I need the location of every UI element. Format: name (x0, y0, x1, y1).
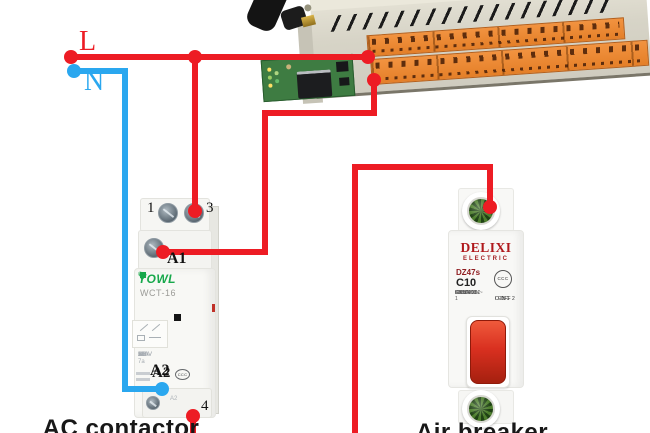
junction-dot-board-in (361, 50, 375, 64)
ccc-mark: CCC (175, 369, 190, 380)
contactor-model: WCT-16 (140, 288, 177, 298)
wire-to-breaker-horizontal (352, 164, 493, 170)
wire-neutral-top (74, 68, 128, 74)
ethernet-port-icon (296, 69, 333, 99)
label-live: L (79, 26, 97, 57)
brand-logo-square (140, 272, 146, 278)
junction-dot-terminal-3 (188, 204, 202, 218)
fine-print (136, 372, 150, 375)
wire-to-breaker-drop (487, 164, 493, 211)
junction-dot-N (67, 64, 81, 78)
wire-neutral-down (122, 68, 128, 392)
ccc-mark: CCC (494, 270, 512, 288)
label-terminal-1: 1 (147, 200, 155, 216)
junction-dot-a1 (156, 245, 170, 259)
fine-print (136, 378, 150, 381)
junction-dot-a2 (155, 382, 169, 396)
chip-icon (339, 77, 350, 86)
junction-dot-L (64, 50, 78, 64)
label-coil-a2: A2 (150, 362, 170, 379)
printed-a2-label: A2 (152, 365, 171, 381)
breaker-body (448, 230, 524, 388)
bottom-terminal-screw-icon (467, 395, 495, 423)
label-neutral: N (84, 66, 105, 97)
contact-diagram-window (132, 320, 168, 348)
junction-dot-terminal-4 (186, 409, 200, 423)
label-terminal-4: 4 (201, 398, 209, 414)
terminal-1-screw-icon (158, 203, 178, 223)
contactor-caption: AC contactor (42, 415, 200, 433)
wire-relay-out-down2 (262, 110, 268, 255)
wire-neutral-to-a2 (122, 386, 166, 392)
air-breaker: DELIXI ELECTRIC DZ47s C10 CCC 50Hz 230V/… (446, 184, 530, 428)
breaker-model: DZ47s (456, 268, 481, 277)
controller-pcb (260, 53, 356, 103)
capacitor-icon (286, 64, 292, 70)
wire-live-to-contactor-3 (192, 54, 198, 214)
status-led-icon (267, 67, 272, 72)
wire-to-coil-a1 (160, 249, 268, 255)
status-led-icon (275, 79, 280, 84)
wire-relay-out-left (262, 110, 377, 116)
bottom-screw-icon (146, 396, 160, 410)
label-coil-a1: A1 (167, 250, 187, 267)
wire-breaker-branch-down (352, 164, 358, 433)
breaker-brand: DELIXI (460, 240, 512, 255)
chip-icon (335, 61, 349, 72)
contact-state-indicator (174, 314, 181, 321)
wire-live-main (70, 54, 371, 60)
wire-relay-out-down (371, 78, 377, 114)
label-terminal-3: 3 (206, 200, 214, 216)
breaker-toggle-handle (470, 320, 506, 384)
status-led-icon (268, 83, 273, 88)
junction-dot-breaker-top (483, 200, 497, 214)
side-marker (212, 304, 215, 312)
breaker-brand-line2: ELECTRIC (463, 256, 509, 262)
a2-terminal-label: A2 (170, 396, 178, 402)
status-led-icon (274, 71, 279, 76)
status-led-icon (267, 75, 273, 80)
junction-dot-board-out (367, 73, 381, 87)
breaker-rating: C10 (456, 277, 477, 289)
junction-dot-branch (188, 50, 202, 64)
breaker-caption: Air breaker (415, 419, 549, 433)
